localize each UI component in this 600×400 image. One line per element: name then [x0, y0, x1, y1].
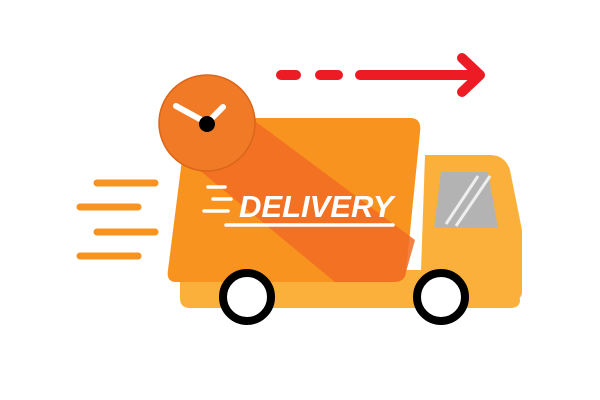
speed-lines-icon: [76, 179, 159, 260]
wheel-icon: [413, 269, 469, 325]
delivery-text: DELIVERY: [239, 189, 397, 224]
motion-arrow-icon: [276, 53, 485, 97]
clock-icon: [158, 74, 256, 172]
wheel-icon: [219, 269, 275, 325]
delivery-label: DELIVERY: [202, 185, 397, 227]
